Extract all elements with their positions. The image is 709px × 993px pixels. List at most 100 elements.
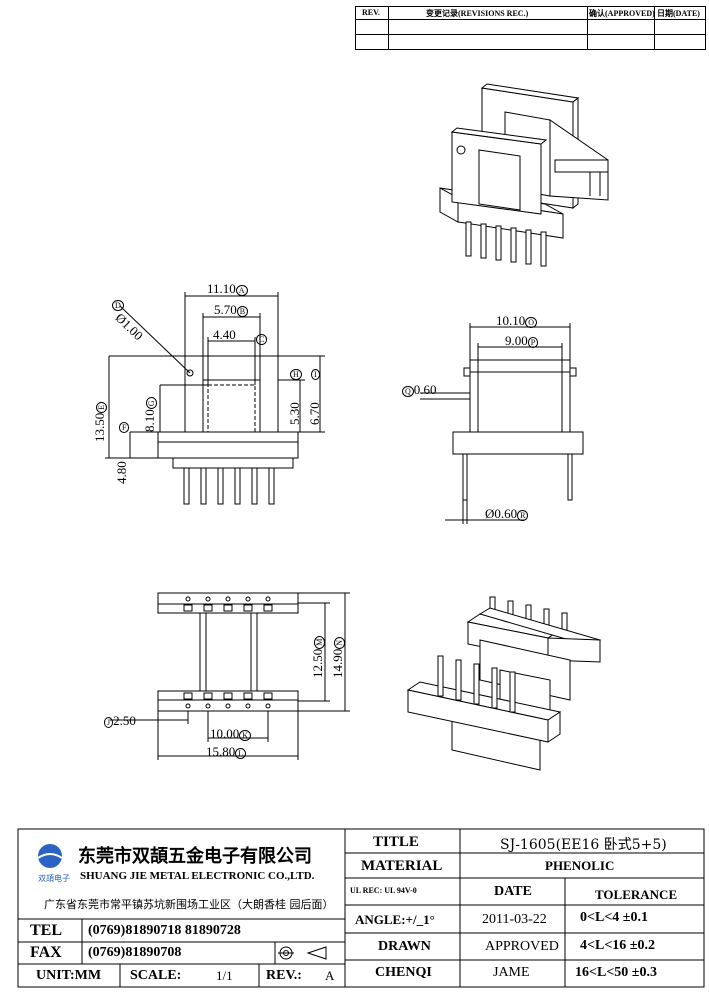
date-label: DATE [494, 884, 532, 899]
company-logo [37, 844, 63, 868]
approved-header: 确认(APPROVED) [589, 9, 655, 18]
material-value: PHENOLIC [545, 858, 615, 873]
marker-c: C [256, 334, 268, 345]
tolerance-1: 0<L<4 ±0.1 [580, 910, 648, 925]
marker-n: N [334, 636, 345, 649]
approved-name: JAME [493, 965, 530, 980]
dim-2-50: 2.50 [113, 713, 136, 728]
bottom-view [110, 592, 350, 760]
dim-4-40: 4.40 [213, 327, 236, 342]
marker-j: J [104, 717, 114, 728]
dim-4-80-label: 4.80 [114, 461, 130, 484]
marker-f: F [119, 422, 130, 433]
title-value: SJ-1605(EE16 卧式5+5) [500, 837, 667, 853]
date-header: 日期(DATE) [657, 9, 700, 18]
title-label: TITLE [373, 834, 419, 850]
marker-e: E [96, 401, 107, 413]
dim-5-30-label: 5.30 [287, 402, 303, 425]
title-block-lines [17, 828, 705, 988]
ul-label: UL REC: UL 94V-0 [350, 886, 417, 895]
drawn-name: CHENQI [375, 965, 432, 980]
marker-m: M [314, 635, 325, 649]
fax-label: FAX [30, 944, 62, 961]
marker-k: K [239, 730, 252, 741]
company-name-cn: 东莞市双頡五金电子有限公司 [78, 846, 312, 867]
tel-value: (0769)81890718 81890728 [88, 923, 241, 938]
marker-d: D [112, 300, 124, 311]
marker-b: B [236, 306, 249, 317]
dim-10-00: 10.00 [210, 726, 240, 741]
marker-q: Q [402, 386, 414, 397]
company-logo-text: 双頡电子 [38, 874, 70, 883]
approved-label: APPROVED [485, 939, 559, 954]
scale-label: SCALE: [130, 968, 182, 983]
material-label: MATERIAL [361, 858, 443, 874]
dim-10-10: 10.10 [496, 313, 526, 328]
dim-d-symbol: D [112, 296, 124, 312]
dim-6-70-label: 6.70 [307, 402, 323, 425]
date-value: 2011-03-22 [482, 912, 547, 927]
tolerance-2: 4<L<16 ±0.2 [580, 938, 655, 953]
marker-i-wrap: I [311, 365, 320, 381]
dim-13-50: 13.50 [92, 412, 107, 442]
isometric-view-bottom [406, 596, 602, 771]
marker-h-wrap: H [290, 365, 302, 381]
marker-r: R [517, 510, 529, 521]
dim-4-80: 4.80 [114, 461, 129, 484]
unit-label: UNIT:MM [36, 968, 102, 983]
revision-block: REV. 变更记录(REVISIONS REC.) 确认(APPROVED) 日… [355, 6, 706, 50]
marker-a: A [235, 285, 248, 296]
rev-value: A [325, 968, 335, 983]
scale-value: 1/1 [216, 968, 233, 983]
tolerance-label: TOLERANCE [595, 887, 678, 902]
dim-6-70: 6.70 [307, 402, 322, 425]
front-view [105, 292, 325, 505]
side-view [420, 323, 584, 524]
dim-8-10: 8.10 [142, 409, 157, 432]
dim-0-60: 0.60 [413, 382, 437, 397]
marker-f-wrap: F [119, 418, 130, 434]
rev-label: REV.: [266, 968, 302, 983]
dim-12-50-label: 12.50M [310, 635, 326, 678]
isometric-view-top [439, 83, 609, 267]
dim-11-10: 11.10 [207, 281, 236, 296]
dim-pin-0-60: 0.60 [494, 506, 518, 521]
tel-label: TEL [30, 922, 63, 939]
marker-c-wrap: C [256, 330, 268, 346]
marker-p: P [527, 337, 539, 348]
company-name-en: SHUANG JIE METAL ELECTRONIC CO.,LTD. [80, 870, 315, 882]
tolerance-3: 16<L<50 ±0.3 [575, 965, 657, 980]
dim-8-10-label: 8.10G [142, 397, 158, 432]
company-address: 广东省东莞市常平镇苏坑新围场工业区（大朗香桂 园后面） [44, 898, 334, 911]
marker-l: L [235, 748, 247, 759]
marker-h: H [290, 369, 302, 380]
rev-header: REV. [362, 8, 380, 17]
angle-label: ANGLE:+/_1° [355, 912, 435, 927]
dim-14-90-label: 14.90N [330, 636, 346, 678]
dim-12-50: 12.50 [310, 648, 325, 678]
fax-value: (0769)81890708 [88, 945, 182, 960]
marker-g: G [146, 397, 157, 410]
dim-13-50-label: 13.50E [92, 401, 108, 442]
dim-14-90: 14.90 [330, 648, 345, 678]
marker-i: I [311, 369, 320, 380]
drawn-label: DRAWN [378, 939, 431, 954]
phi-symbol-2: Ø [485, 506, 495, 521]
dim-15-80: 15.80 [206, 744, 236, 759]
marker-o: O [525, 317, 538, 328]
dim-9-00: 9.00 [505, 333, 528, 348]
dim-5-30: 5.30 [287, 402, 302, 425]
dim-5-70: 5.70 [214, 302, 237, 317]
dim-4-40-label: 4.40 [213, 327, 236, 343]
revisions-header: 变更记录(REVISIONS REC.) [426, 9, 529, 18]
